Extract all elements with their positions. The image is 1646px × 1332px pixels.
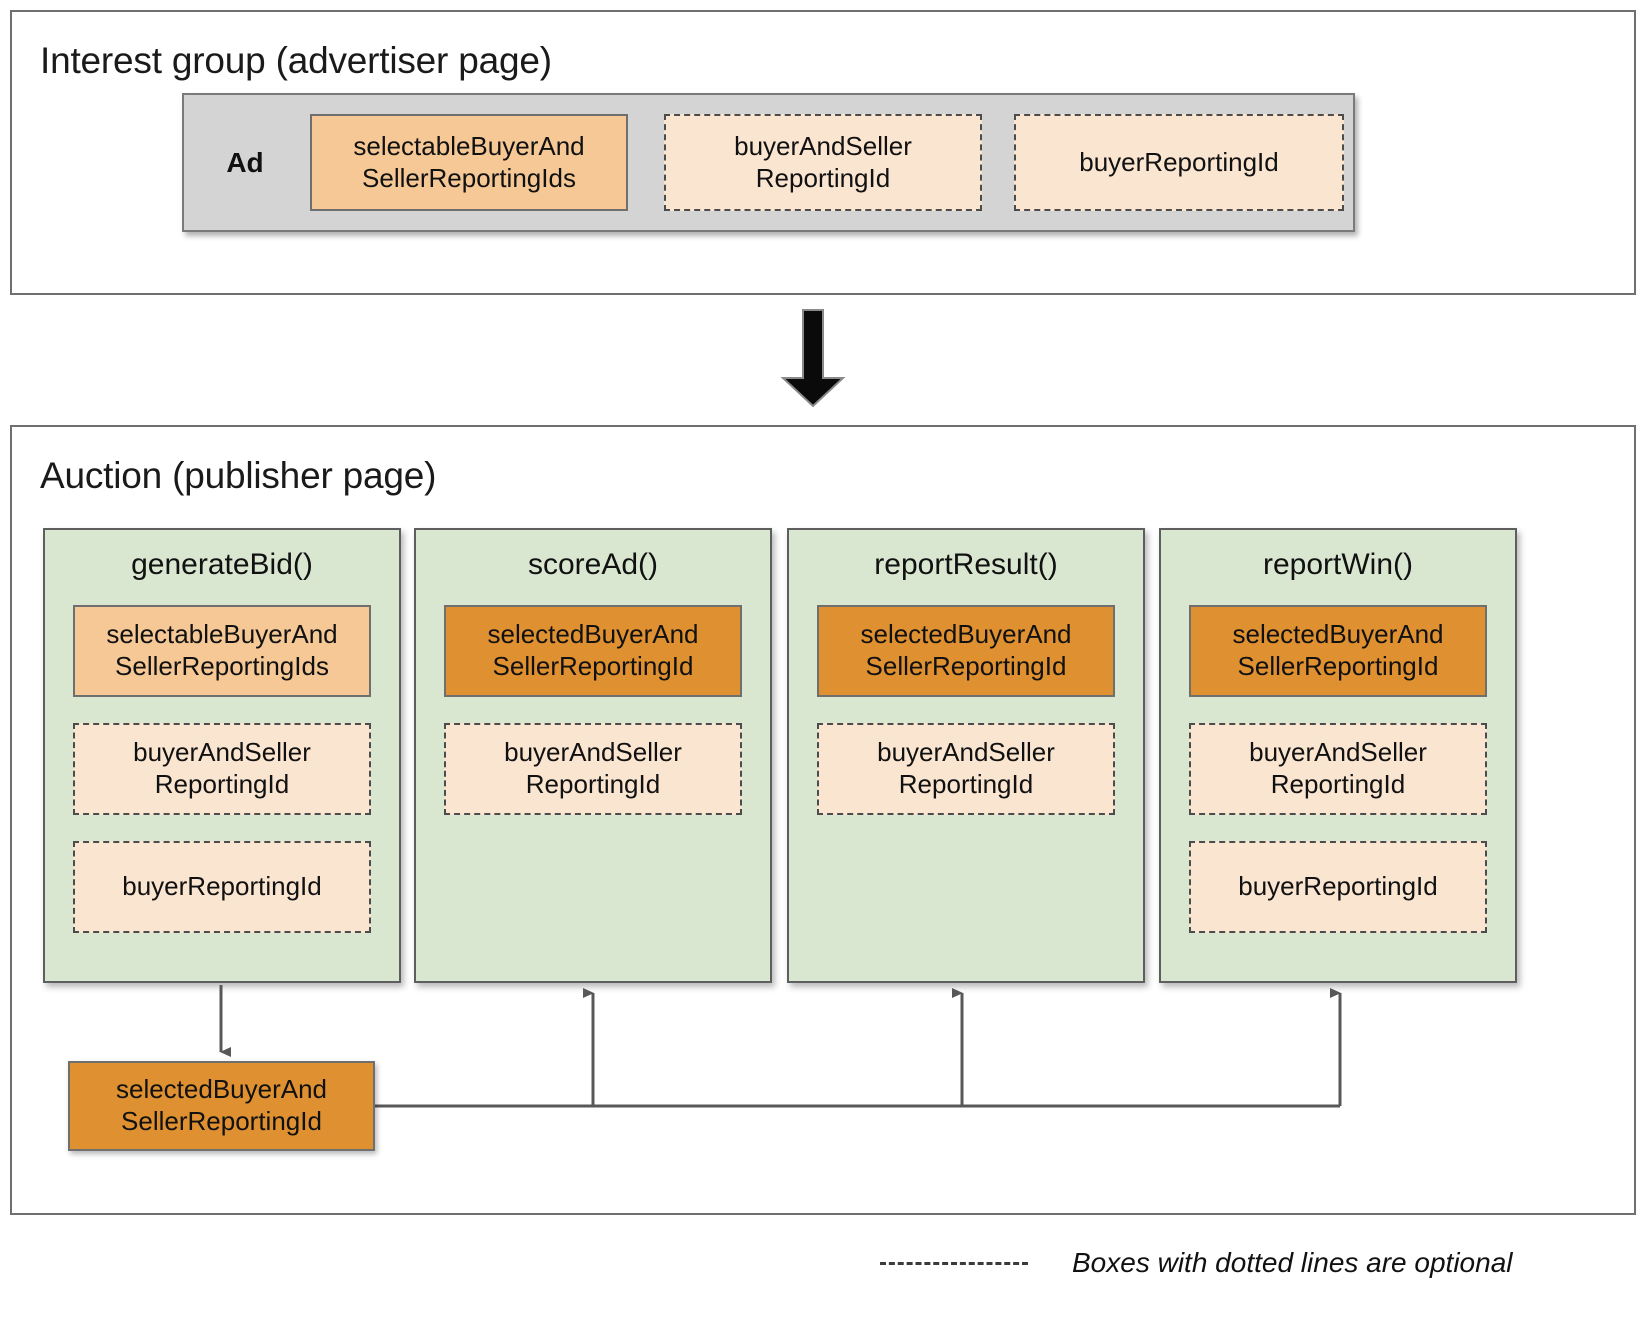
generatebid-box-buyer-and-seller-reporting-id: buyerAndSeller ReportingId (73, 723, 371, 815)
gb-s1-line2: SellerReportingIds (115, 651, 329, 681)
legend-text: Boxes with dotted lines are optional (1072, 1247, 1513, 1278)
function-title-generatebid: generateBid() (131, 548, 313, 581)
ad-container: Ad selectableBuyerAnd SellerReportingIds… (182, 93, 1355, 232)
gb-s3-line1: buyerReportingId (122, 871, 322, 902)
generatebid-box-buyer-reporting-id: buyerReportingId (73, 841, 371, 933)
generatebid-box-selectable-buyer-and-seller-reporting-ids: selectableBuyerAnd SellerReportingIds (73, 605, 371, 697)
function-column-reportresult: reportResult() selectedBuyerAnd SellerRe… (787, 528, 1145, 983)
function-title-scoread: scoreAd() (527, 548, 659, 581)
sa-s1-line1: selectedBuyerAnd (487, 619, 699, 650)
function-column-reportwin: reportWin() selectedBuyerAnd SellerRepor… (1159, 528, 1517, 983)
ad-box-bas-line2: ReportingId (755, 162, 891, 193)
ad-box-br-line1: buyerReportingId (1079, 146, 1279, 177)
gb-s2-line1: buyerAndSeller (133, 737, 311, 768)
function-title-reportwin: reportWin() (1262, 548, 1413, 581)
rw-s1-line2: SellerReportingId (1237, 651, 1439, 681)
gb-s2-line2: ReportingId (154, 769, 290, 799)
rw-s3-line1: buyerReportingId (1238, 871, 1438, 902)
output-box-line2: SellerReportingId (121, 1106, 322, 1136)
ad-box-bas-line1: buyerAndSeller (734, 130, 912, 161)
reportwin-box-selected-buyer-and-seller-reporting-id: selectedBuyerAnd SellerReportingId (1189, 605, 1487, 697)
output-box-line1: selectedBuyerAnd (115, 1074, 328, 1105)
ad-box-buyer-and-seller-reporting-id: buyerAndSeller ReportingId (664, 114, 982, 211)
scoread-box-selected-buyer-and-seller-reporting-id: selectedBuyerAnd SellerReportingId (444, 605, 742, 697)
down-arrow-icon (780, 309, 846, 408)
rw-s2-line1: buyerAndSeller (1249, 737, 1427, 768)
rr-s2-line2: ReportingId (898, 769, 1034, 799)
rw-s1-line1: selectedBuyerAnd (1232, 619, 1444, 650)
auction-title: Auction (publisher page) (40, 455, 437, 496)
legend: Boxes with dotted lines are optional (880, 1240, 1610, 1286)
ad-box-buyer-reporting-id: buyerReportingId (1014, 114, 1344, 211)
rr-s2-line1: buyerAndSeller (877, 737, 1055, 768)
scoread-box-buyer-and-seller-reporting-id: buyerAndSeller ReportingId (444, 723, 742, 815)
ad-box-selectable-buyer-and-seller-reporting-ids: selectableBuyerAnd SellerReportingIds (310, 114, 628, 211)
interest-group-title: Interest group (advertiser page) (40, 40, 552, 81)
rr-s1-line2: SellerReportingId (865, 651, 1067, 681)
output-box-selected-buyer-and-seller-reporting-id: selectedBuyerAnd SellerReportingId (68, 1061, 375, 1151)
rr-s1-line1: selectedBuyerAnd (860, 619, 1072, 650)
function-column-generatebid: generateBid() selectableBuyerAnd SellerR… (43, 528, 401, 983)
ad-box-selectable-line2: SellerReportingIds (362, 162, 576, 193)
ad-box-selectable-line1: selectableBuyerAnd (353, 130, 585, 161)
sa-s1-line2: SellerReportingId (492, 651, 694, 681)
reportwin-box-buyer-and-seller-reporting-id: buyerAndSeller ReportingId (1189, 723, 1487, 815)
legend-dashed-line-icon (880, 1261, 1028, 1265)
reportresult-box-selected-buyer-and-seller-reporting-id: selectedBuyerAnd SellerReportingId (817, 605, 1115, 697)
reportwin-box-buyer-reporting-id: buyerReportingId (1189, 841, 1487, 933)
sa-s2-line2: ReportingId (525, 769, 661, 799)
function-title-reportresult: reportResult() (874, 548, 1058, 581)
gb-s1-line1: selectableBuyerAnd (106, 619, 338, 650)
function-column-scoread: scoreAd() selectedBuyerAnd SellerReporti… (414, 528, 772, 983)
sa-s2-line1: buyerAndSeller (504, 737, 682, 768)
ad-label: Ad (226, 146, 264, 178)
rw-s2-line2: ReportingId (1270, 769, 1406, 799)
reportresult-box-buyer-and-seller-reporting-id: buyerAndSeller ReportingId (817, 723, 1115, 815)
